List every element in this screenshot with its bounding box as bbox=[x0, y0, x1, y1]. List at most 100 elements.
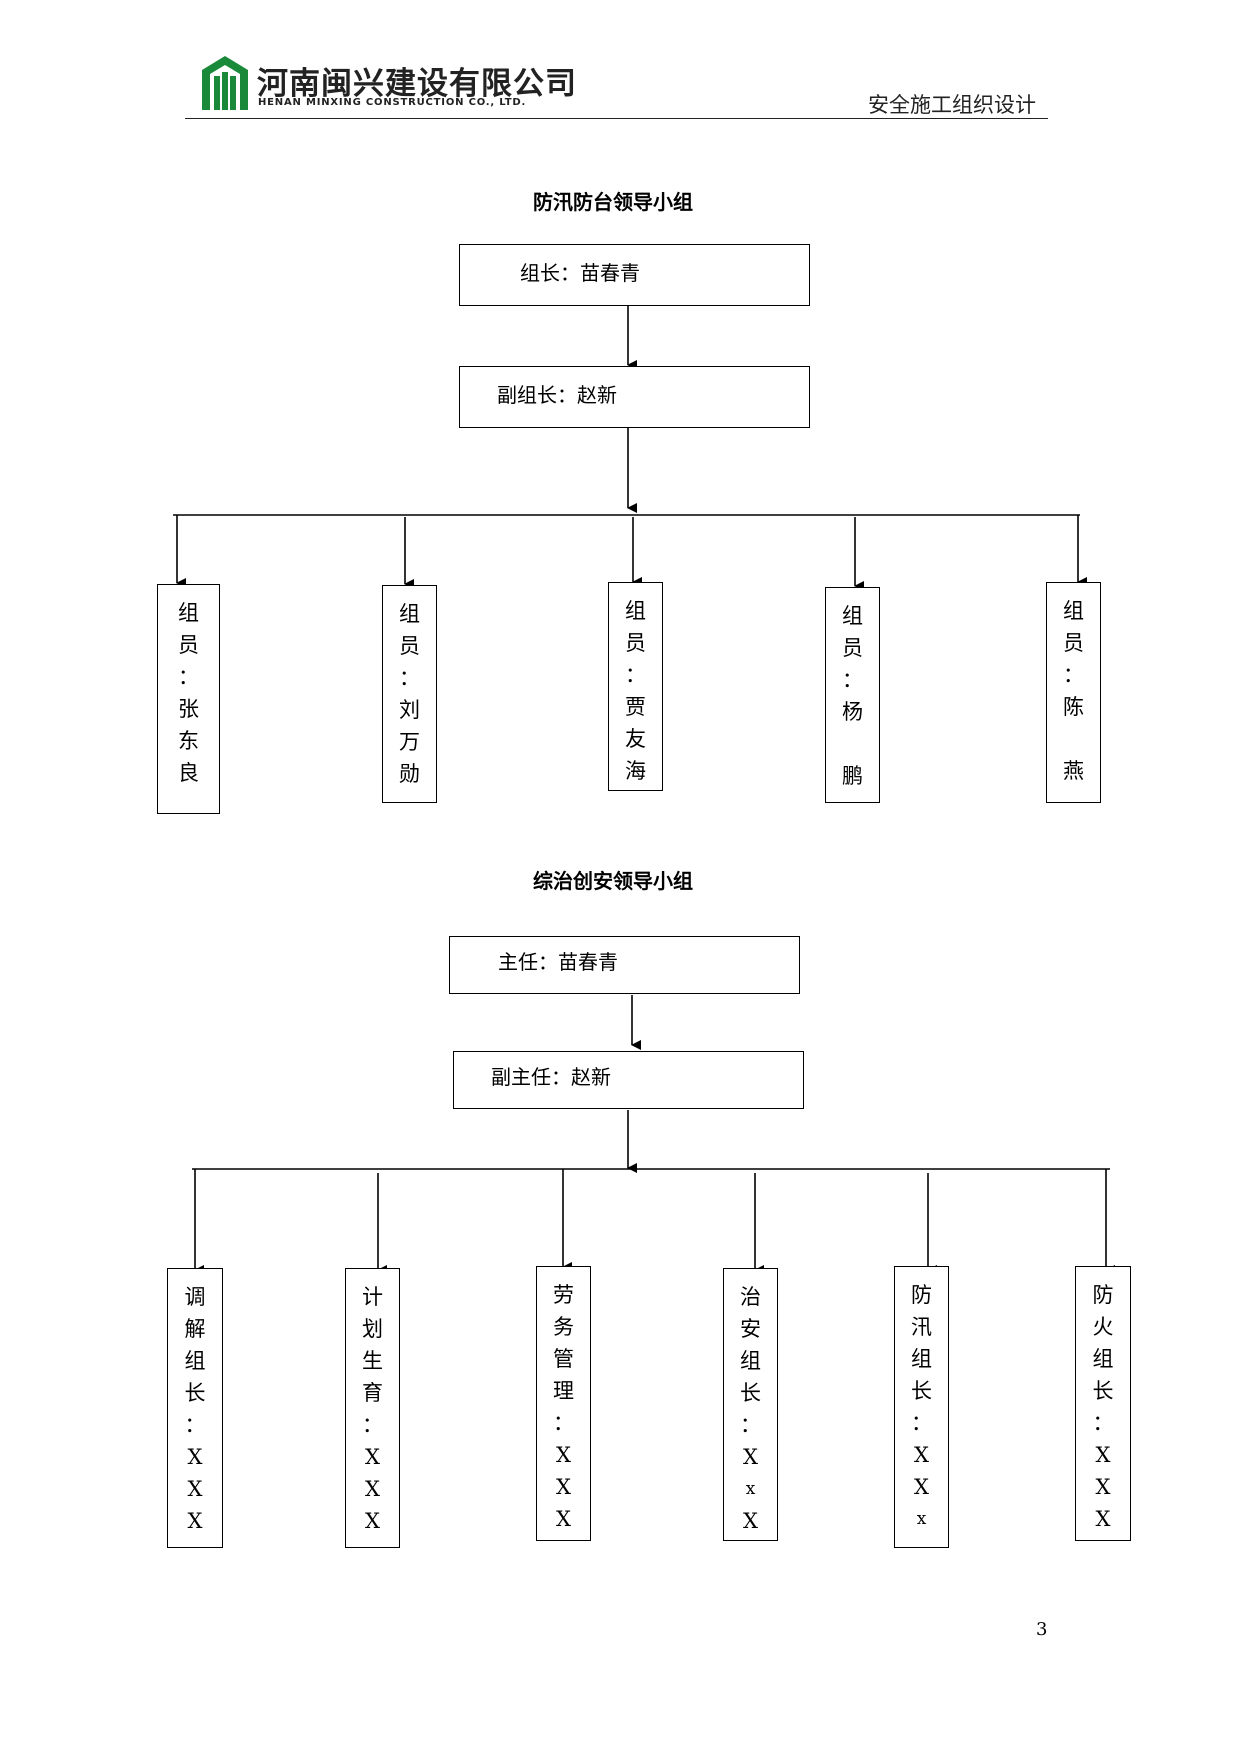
member-box-char: 员 bbox=[842, 636, 863, 660]
deputy-label-2: 副主任：赵新 bbox=[491, 1065, 611, 1089]
member-box-char: 防 bbox=[1092, 1283, 1114, 1307]
member-box-char: 燕 bbox=[1063, 759, 1084, 783]
member-box-char: 管 bbox=[553, 1347, 574, 1371]
member-box-char: 计 bbox=[362, 1285, 383, 1309]
member-box-char: ： bbox=[362, 1413, 383, 1437]
member-box-char: ： bbox=[399, 666, 420, 690]
member-box-char: X bbox=[187, 1509, 203, 1533]
member-box-char: 鹏 bbox=[842, 764, 863, 788]
member-box-char: 员 bbox=[625, 631, 646, 655]
member-box-char: ： bbox=[178, 665, 199, 689]
member-box-char: ： bbox=[553, 1411, 574, 1435]
company-name-cn: 河南闽兴建设有限公司 bbox=[257, 66, 577, 102]
member-box-char: X bbox=[914, 1475, 929, 1499]
member-box-char: 劳 bbox=[553, 1283, 574, 1307]
member-box-char: 良 bbox=[178, 761, 199, 785]
member-box-1-3: 组员 ：贾 友海 bbox=[608, 582, 663, 791]
member-box-char: ： bbox=[842, 668, 863, 692]
member-box-char: 友 bbox=[625, 727, 646, 751]
member-box-char: 火 bbox=[1092, 1315, 1114, 1339]
leader-label-2: 主任：苗春青 bbox=[498, 950, 618, 974]
member-box-char: x bbox=[745, 1479, 756, 1499]
chart-title-public-security: 综治创安领导小组 bbox=[533, 869, 693, 893]
member-box-char: X bbox=[556, 1475, 571, 1499]
member-box-char: 汛 bbox=[911, 1315, 932, 1339]
company-name-en: HENAN MINXING CONSTRUCTION CO., LTD. bbox=[258, 97, 527, 108]
leader-label-1: 组长：苗春青 bbox=[520, 261, 640, 285]
member-box-char: 调 bbox=[184, 1285, 206, 1309]
member-box-char: 划 bbox=[362, 1317, 383, 1341]
member-box-char: ： bbox=[911, 1411, 932, 1435]
member-box-1-2: 组员 ： 刘 万勋 bbox=[382, 585, 437, 803]
member-box-char: 张 bbox=[178, 697, 199, 721]
member-box-char: X bbox=[1095, 1443, 1111, 1467]
member-box-char: 解 bbox=[184, 1317, 206, 1341]
member-box-char: 组 bbox=[399, 602, 420, 626]
member-box-char: X bbox=[365, 1477, 380, 1501]
member-box-char: 刘 bbox=[399, 698, 420, 722]
member-box-char: 治 bbox=[740, 1285, 761, 1309]
member-box-char: 育 bbox=[362, 1381, 383, 1405]
member-box-char: 长 bbox=[911, 1379, 932, 1403]
member-box-char: 东 bbox=[178, 729, 199, 753]
deputy-label-1: 副组长：赵新 bbox=[497, 383, 617, 407]
member-box-char: X bbox=[365, 1445, 380, 1469]
member-box-char: 陈 bbox=[1063, 695, 1084, 719]
deputy-box-2 bbox=[453, 1051, 804, 1109]
member-box-char: 员 bbox=[1063, 631, 1084, 655]
member-box-char: ： bbox=[1092, 1411, 1114, 1435]
member-box-char: X bbox=[187, 1445, 203, 1469]
member-box-char: 长 bbox=[184, 1381, 206, 1405]
member-box-char: 组 bbox=[842, 604, 863, 628]
member-box-char: X bbox=[743, 1445, 758, 1469]
member-box-1-4: 组员 ： 杨 鹏 bbox=[825, 587, 880, 803]
member-box-char: ： bbox=[625, 663, 646, 687]
member-box-char: X bbox=[187, 1477, 203, 1501]
member-box-char: X bbox=[1095, 1475, 1111, 1499]
member-box-char: 生 bbox=[362, 1349, 383, 1373]
company-logo-icon bbox=[202, 56, 248, 110]
member-box-char: 防 bbox=[911, 1283, 932, 1307]
member-box-char: X bbox=[556, 1507, 571, 1531]
member-box-char: 安 bbox=[740, 1317, 761, 1341]
member-box-char: 组 bbox=[625, 599, 646, 623]
member-box-char: X bbox=[743, 1509, 758, 1533]
member-box-char: 员 bbox=[399, 634, 420, 658]
leader-box-1 bbox=[459, 244, 810, 306]
deputy-box-1 bbox=[459, 366, 810, 428]
header-divider bbox=[185, 118, 1048, 119]
member-box-char: 组 bbox=[1092, 1347, 1114, 1371]
member-box-char: 长 bbox=[1092, 1379, 1114, 1403]
member-box-char: x bbox=[916, 1509, 927, 1529]
member-box-char: 组 bbox=[1063, 599, 1084, 623]
member-box-char: 员 bbox=[178, 633, 199, 657]
member-box-char: 海 bbox=[625, 759, 646, 783]
member-box-char: X bbox=[914, 1443, 929, 1467]
member-box-char: 长 bbox=[740, 1381, 761, 1405]
member-box-char: ： bbox=[184, 1413, 206, 1437]
chart-title-flood-typhoon: 防汛防台领导小组 bbox=[533, 190, 693, 214]
member-box-char: ： bbox=[1063, 663, 1084, 687]
member-box-char: 组 bbox=[740, 1349, 761, 1373]
member-box-char: ： bbox=[740, 1413, 761, 1437]
page-number: 3 bbox=[1036, 1619, 1048, 1640]
member-box-char: 务 bbox=[553, 1315, 574, 1339]
member-box-char: 杨 bbox=[842, 700, 863, 724]
document-title: 安全施工组织设计 bbox=[868, 93, 1036, 117]
member-box-char: 万 bbox=[399, 730, 420, 754]
member-box-char: X bbox=[1095, 1507, 1111, 1531]
leader-box-2 bbox=[449, 936, 800, 994]
member-box-char: X bbox=[365, 1509, 380, 1533]
member-box-char: 组 bbox=[184, 1349, 206, 1373]
member-box-char: 勋 bbox=[399, 762, 420, 786]
member-box-char: 组 bbox=[178, 601, 199, 625]
member-box-char: X bbox=[556, 1443, 571, 1467]
member-box-1-1: 组员 ： 张 东良 bbox=[157, 584, 220, 814]
member-box-1-5: 组员 ： 陈 燕 bbox=[1046, 582, 1101, 803]
